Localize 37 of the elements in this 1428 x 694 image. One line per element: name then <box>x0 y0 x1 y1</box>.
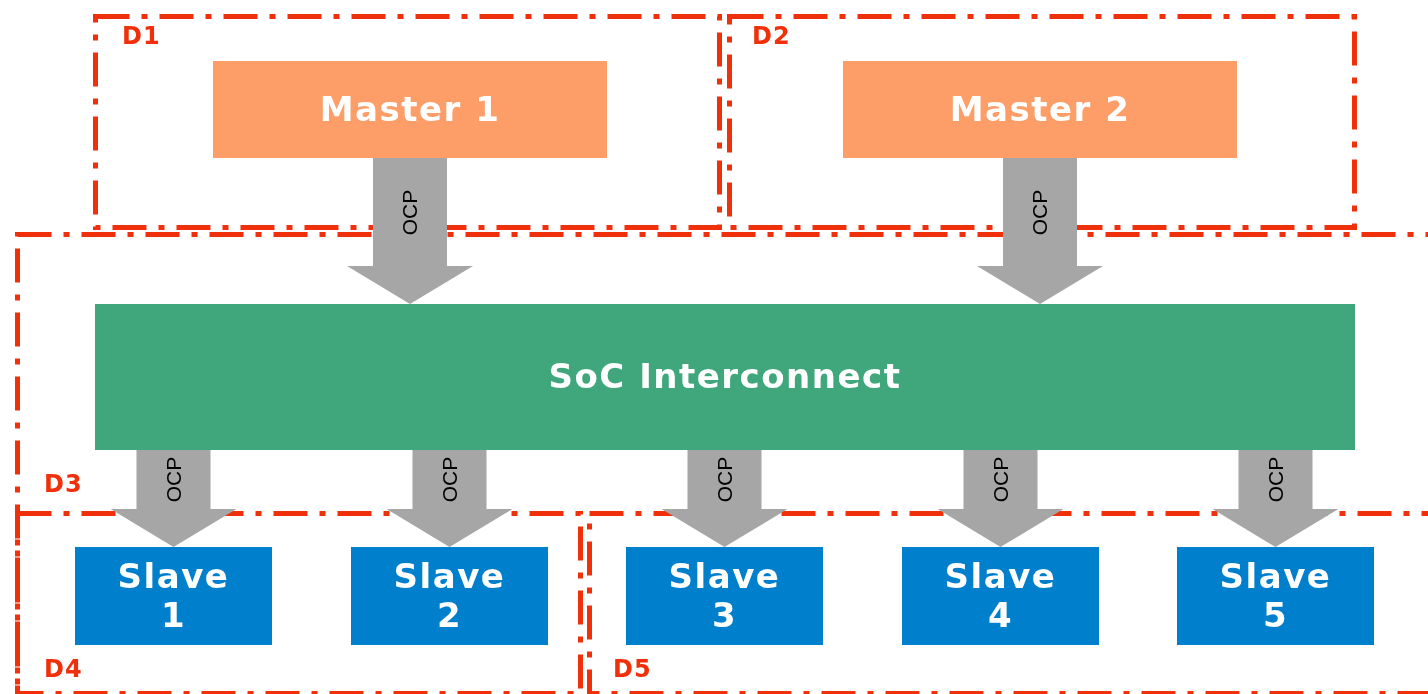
block-arrow <box>977 158 1103 304</box>
domain-label: D2 <box>752 24 791 48</box>
master-box <box>843 61 1237 158</box>
edge-label: OCP <box>989 456 1011 503</box>
block-text: Master 1 <box>319 89 501 130</box>
edge-label: OCP <box>438 456 460 503</box>
domain-label: D3 <box>44 472 83 496</box>
edge-label: OCP <box>1029 189 1051 235</box>
domain-label: D4 <box>44 657 83 681</box>
slave-box <box>1177 547 1374 645</box>
block-text: SoC Interconnect <box>548 357 902 397</box>
block-arrow <box>937 450 1064 547</box>
block-text: Slave 1 <box>116 556 231 636</box>
block-text: Slave 3 <box>667 556 782 636</box>
slave-box <box>902 547 1099 645</box>
block-arrow <box>386 450 513 547</box>
edge-label: OCP <box>713 456 735 503</box>
block-text: Master 2 <box>949 89 1131 130</box>
master-box <box>213 61 607 158</box>
slave-box <box>351 547 548 645</box>
block-arrow <box>347 158 473 304</box>
edge-label: OCP <box>162 456 184 503</box>
edge-label: OCP <box>1264 456 1286 503</box>
block-text: Slave 2 <box>392 556 507 636</box>
block-arrow <box>110 450 237 547</box>
edge-label: OCP <box>399 189 421 235</box>
slave-box <box>75 547 272 645</box>
block-text: Slave 4 <box>943 556 1058 636</box>
block-text: Slave 5 <box>1218 556 1333 636</box>
domain-region <box>15 511 583 694</box>
interconnect-box <box>95 304 1355 450</box>
domain-label: D5 <box>613 657 652 681</box>
domain-region <box>587 511 1428 694</box>
block-arrow <box>661 450 788 547</box>
domain-label: D1 <box>122 24 161 48</box>
slave-box <box>626 547 823 645</box>
block-arrow <box>1212 450 1339 547</box>
